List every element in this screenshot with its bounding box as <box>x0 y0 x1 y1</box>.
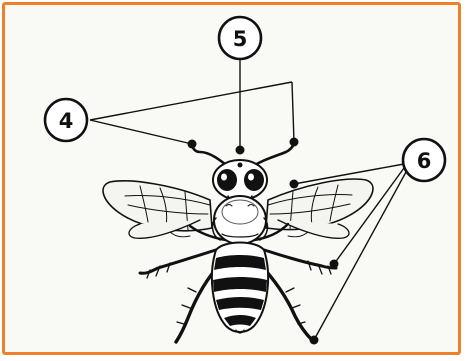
callout-4: 4 <box>45 99 87 141</box>
callout-5: 5 <box>219 17 261 59</box>
target-dot-thorax <box>290 180 299 189</box>
target-dot-antenna-right <box>290 138 299 147</box>
bee-thorax <box>213 196 268 244</box>
bee-abdomen <box>212 243 268 334</box>
target-dot-head <box>236 146 245 155</box>
leader-line-4-right <box>292 82 294 142</box>
target-dot-hind-leg <box>310 336 319 345</box>
callout-6: 6 <box>403 139 445 181</box>
target-dot-antenna-left <box>188 140 197 149</box>
leader-line-4-top <box>90 82 292 120</box>
bee-illustration <box>103 144 373 342</box>
callout-label-5: 5 <box>233 27 248 51</box>
leader-line-4-left <box>90 120 192 144</box>
callout-label-6: 6 <box>417 149 432 173</box>
callout-label-4: 4 <box>59 109 74 133</box>
target-dot-middle-leg <box>330 260 339 269</box>
